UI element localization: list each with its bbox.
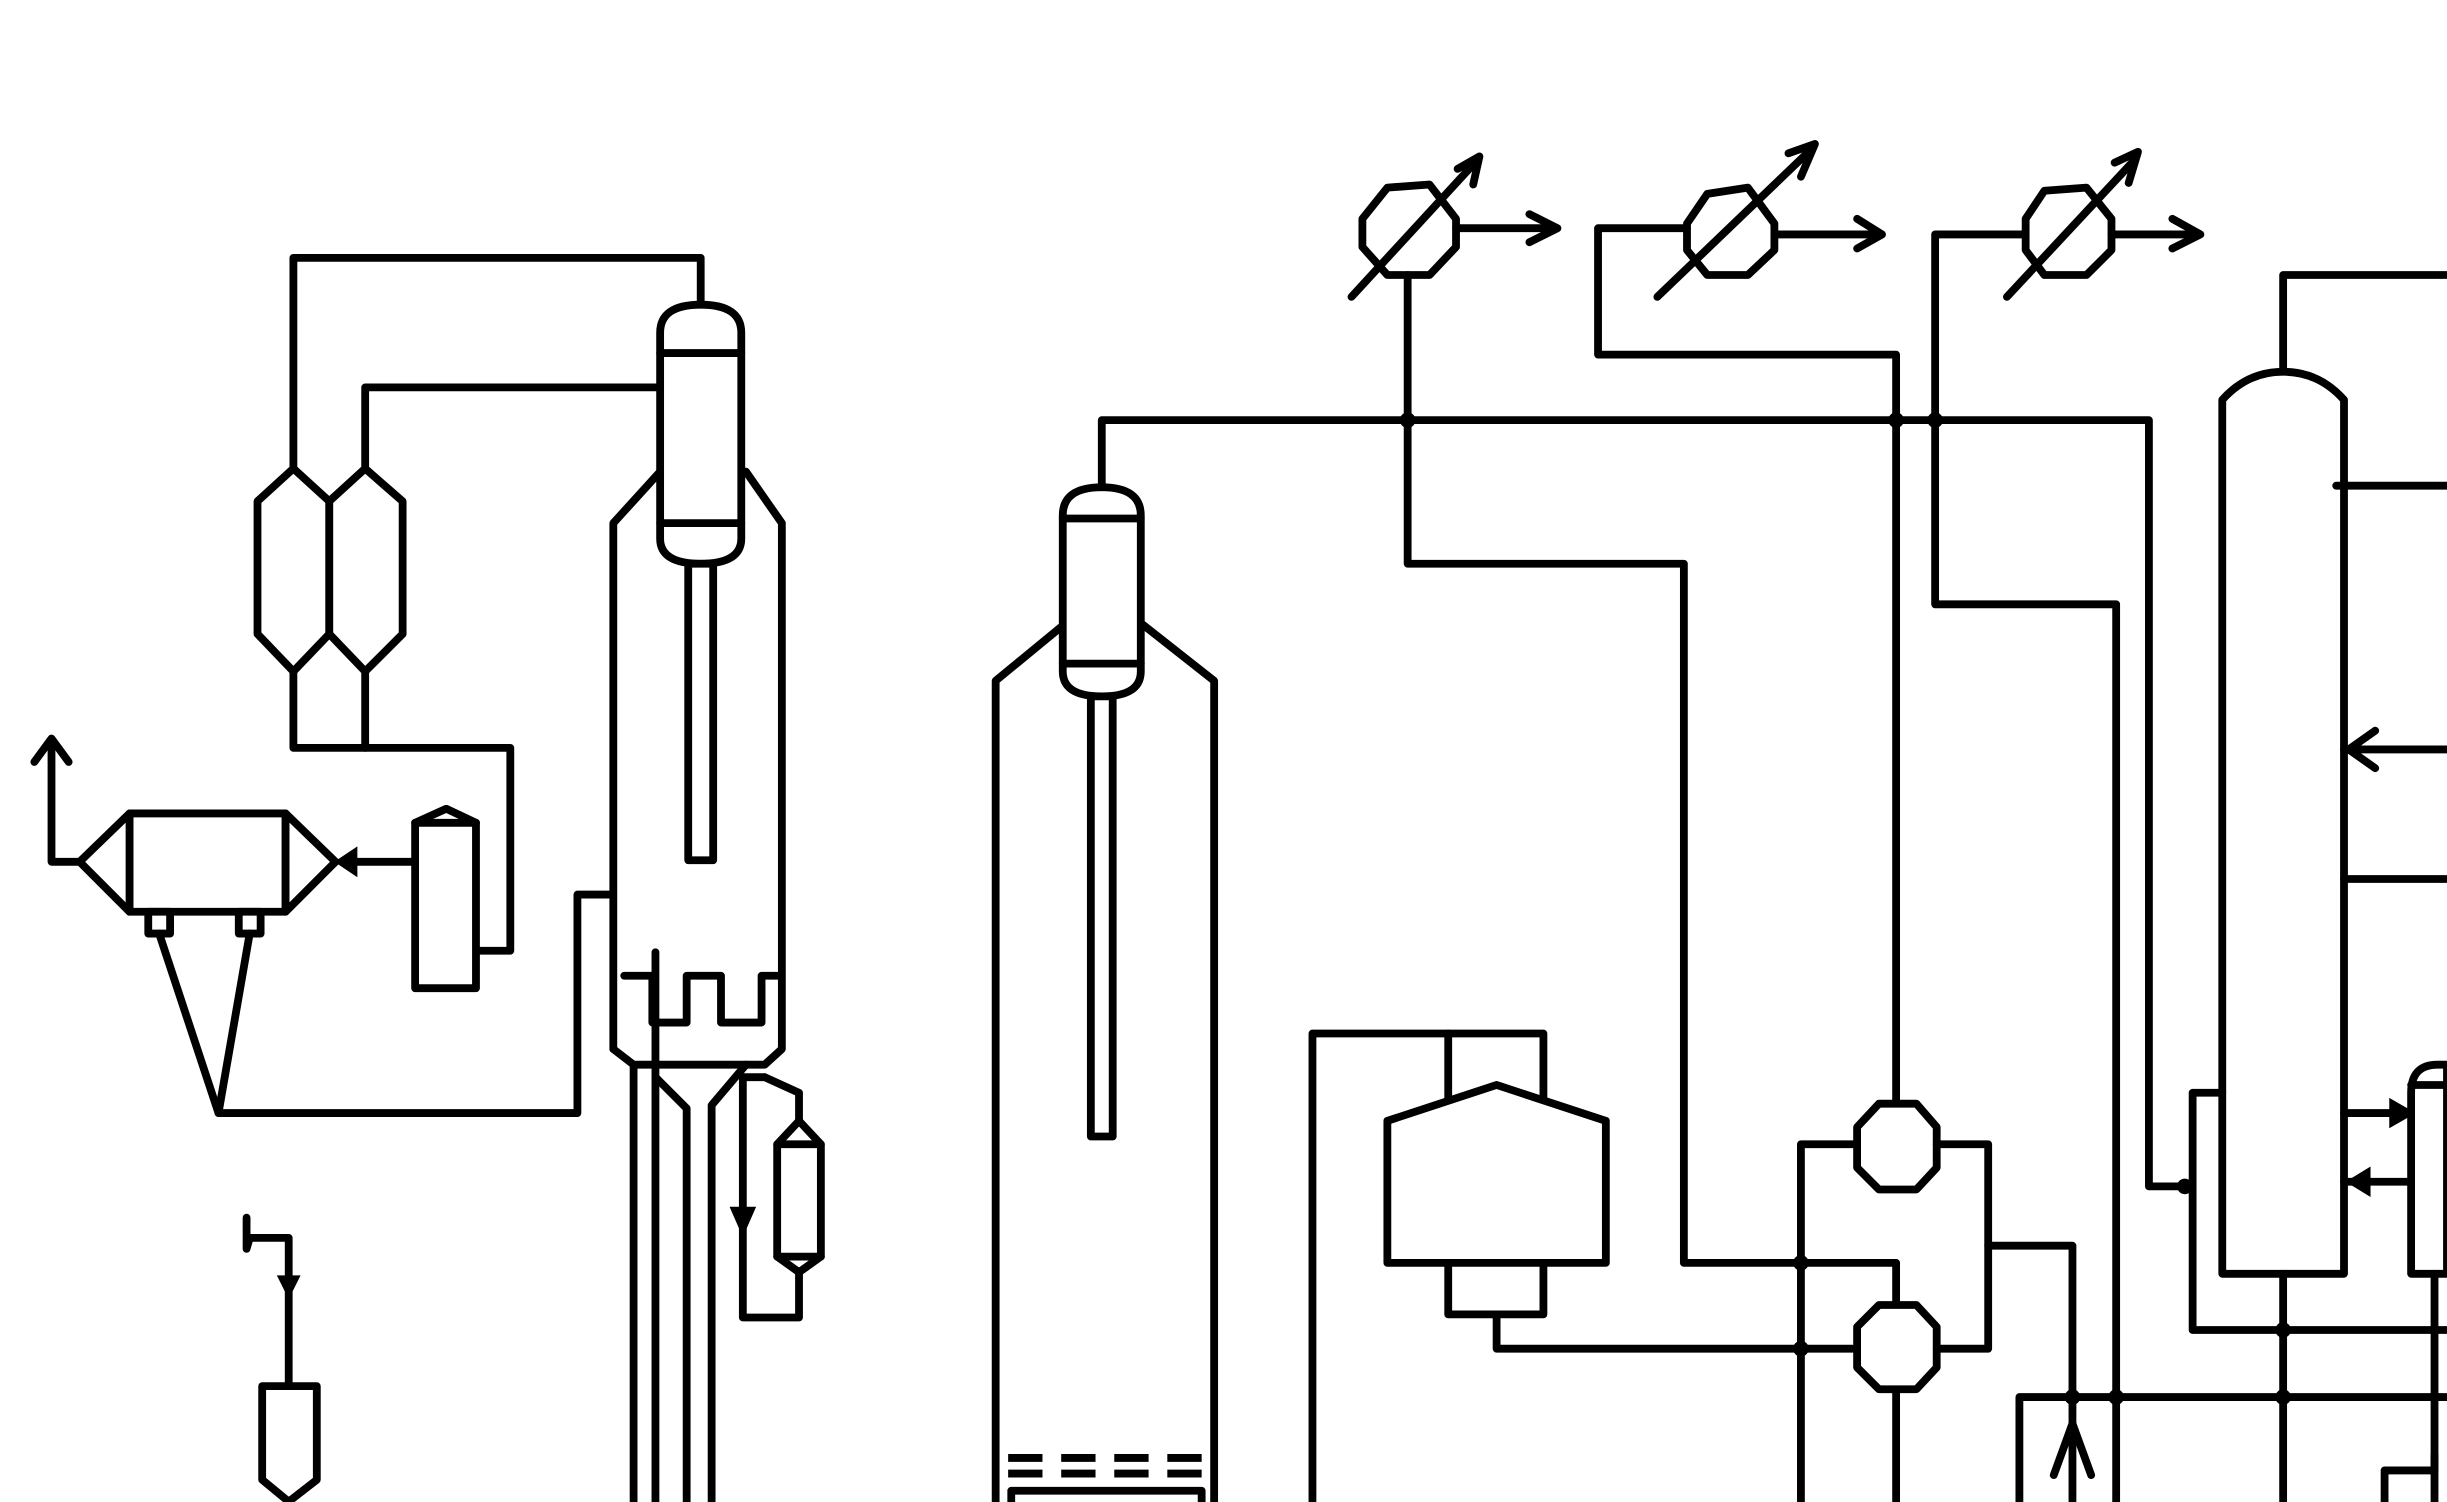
bottom-left-pipe — [242, 1213, 293, 1391]
junction-markers — [1399, 412, 2291, 1405]
bottom-return-line — [214, 890, 618, 1117]
condenser-1 — [1347, 152, 1562, 301]
reactor-left — [609, 300, 786, 1069]
compressor-unit — [1308, 1029, 1857, 1502]
reactor-middle — [991, 483, 1219, 1502]
reactor-left-drain-3 — [651, 1073, 691, 1502]
arrow-head-5 — [2345, 1166, 2371, 1197]
column-reflux — [2188, 1088, 2447, 1334]
arrow-head-4 — [2389, 1097, 2416, 1129]
exchanger-legs-line — [155, 929, 254, 1117]
inlet-arrow — [2049, 1419, 2096, 1480]
bottom-left-vessel — [258, 1382, 321, 1502]
side-vessel-inlet — [760, 1073, 803, 1125]
condenser-2 — [1653, 140, 1886, 301]
filter-outlet-line — [289, 667, 515, 955]
pump-lower — [1853, 1301, 1941, 1394]
condenser-2-line — [1594, 224, 1901, 1105]
reactor-left-drain-4 — [707, 1060, 750, 1502]
reboiler — [2380, 1060, 2447, 1502]
column-side-arrow — [2344, 726, 2380, 773]
vent-arrow — [30, 734, 73, 766]
column-overhead — [2279, 271, 2447, 376]
arrow-head — [334, 846, 358, 878]
bottom-header — [2015, 1393, 2447, 1502]
reactor-left-loop — [738, 1073, 803, 1322]
horizontal-exchanger — [75, 809, 340, 938]
overhead-line-left — [289, 253, 705, 473]
pump-bypass-left — [1797, 1140, 1861, 1502]
exchanger-vent — [47, 740, 84, 866]
twin-filter — [253, 464, 407, 676]
main-header-line — [1097, 416, 2189, 1191]
distillation-column — [2218, 367, 2348, 1278]
condenser-3-line — [1931, 230, 2121, 1502]
condenser-1-line — [1403, 271, 1901, 1313]
pump-return — [1984, 1241, 2077, 1502]
condenser-3 — [2003, 147, 2205, 301]
pump-bypass-right — [1932, 1140, 1993, 1353]
small-side-vessel — [773, 1116, 825, 1277]
arrow-head-2 — [729, 1206, 757, 1238]
pump-upper — [1853, 1099, 1941, 1194]
small-vessel — [411, 804, 480, 993]
arrow-head-3 — [276, 1275, 301, 1300]
